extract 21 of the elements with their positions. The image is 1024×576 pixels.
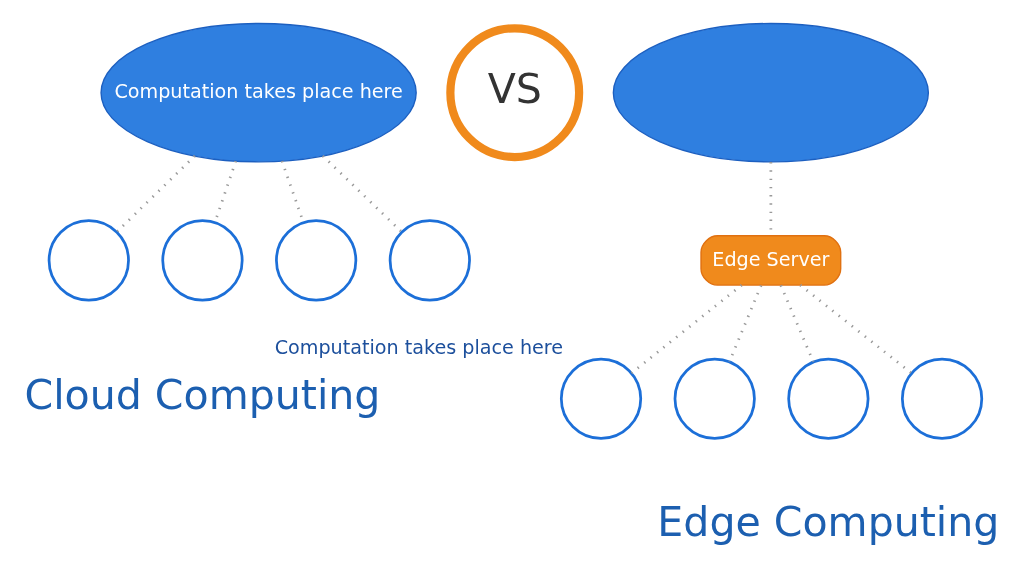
node-box: Edge Server [700, 234, 842, 286]
node-circle [559, 357, 643, 440]
node-circle [900, 357, 984, 440]
node-circle [161, 218, 244, 301]
connector [630, 283, 743, 374]
label: Edge Computing [657, 497, 1000, 546]
node-label: Computation takes place here [274, 335, 564, 359]
connector [321, 154, 403, 233]
node-circle: VS [446, 23, 584, 161]
node-ellipse: Computation takes place here [100, 22, 417, 162]
node-circle [787, 357, 870, 440]
connector [115, 154, 196, 233]
connector [799, 283, 913, 374]
connector [779, 284, 815, 362]
label: Cloud Computing [24, 370, 381, 419]
node-circle [275, 218, 358, 301]
connector [728, 284, 763, 362]
node-circle [47, 218, 130, 301]
node-cloud [612, 22, 930, 162]
node-circle [673, 357, 756, 440]
node-circle [388, 218, 471, 301]
